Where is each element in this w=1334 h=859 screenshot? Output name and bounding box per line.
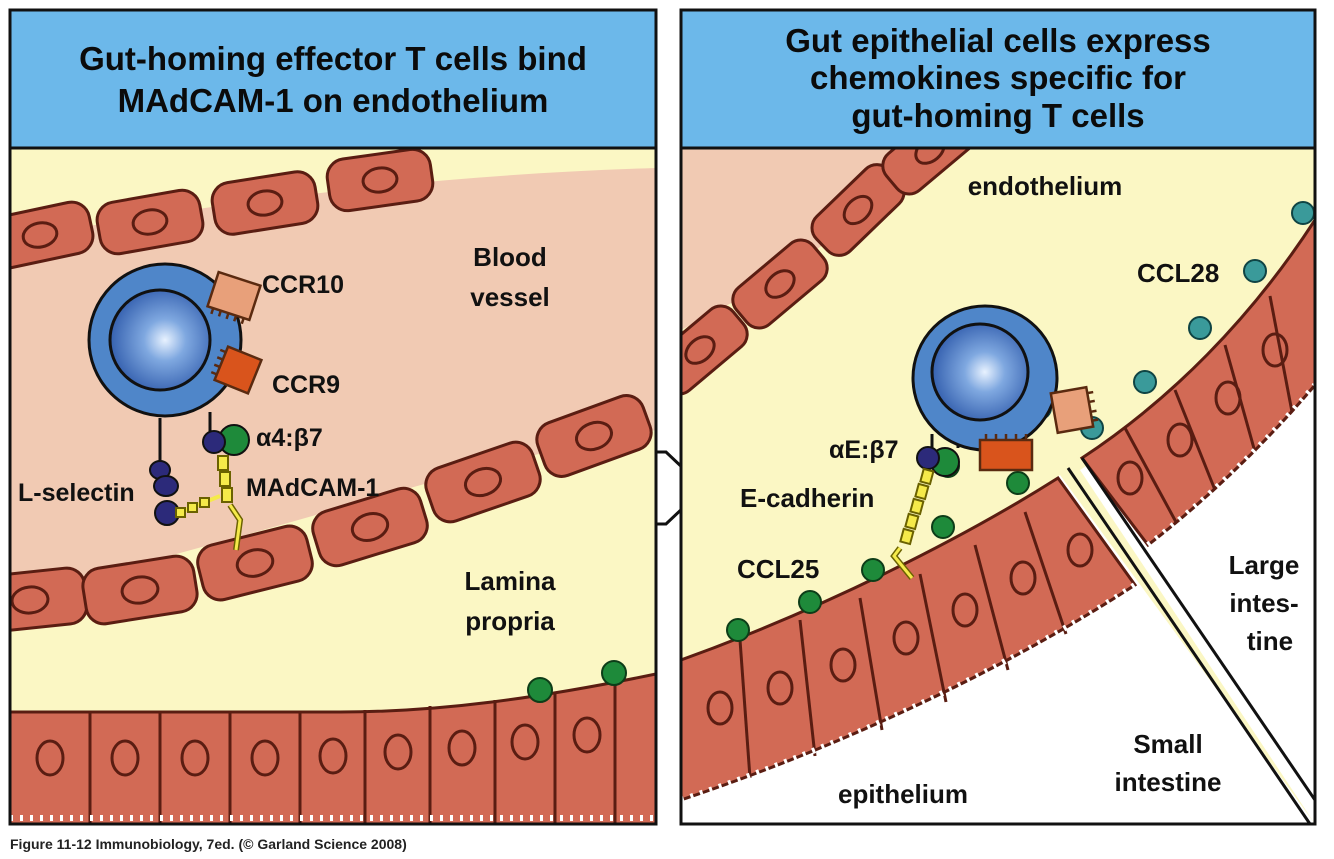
chemokine-ccl25 <box>601 660 627 686</box>
ccr10-receptor <box>205 270 263 325</box>
label-endothelium: endothelium <box>968 171 1123 201</box>
small-intestine-epithelium <box>681 475 1138 803</box>
label-ccr10: CCR10 <box>262 271 344 299</box>
right-title-line-3: gut-homing T cells <box>851 97 1144 134</box>
right-title-bar <box>679 8 1317 150</box>
label-alpha4-beta7: α4:β7 <box>256 424 323 452</box>
left-panel: Gut-homing effector T cells bind MAdCAM-… <box>8 8 658 826</box>
label-intestine: intestine <box>1115 767 1222 797</box>
ccr9-receptor <box>210 344 264 396</box>
label-small: Small <box>1133 729 1202 759</box>
label-large: Large <box>1229 550 1300 580</box>
e-cadherin-molecule <box>890 467 935 580</box>
right-endothelium <box>681 148 979 396</box>
left-title-line-1: Gut-homing effector T cells bind <box>79 40 587 77</box>
chemokine-ccl25 <box>527 677 553 703</box>
l-selectin-molecule <box>149 460 180 526</box>
ccr9-receptor-right <box>978 434 1034 472</box>
label-ccr9: CCR9 <box>272 371 340 399</box>
upper-endothelium <box>10 148 435 270</box>
large-intestine-epithelium <box>1079 217 1315 548</box>
alphaE-beta7-integrin <box>916 446 960 477</box>
label-vessel: vessel <box>470 282 550 312</box>
label-ccl28: CCL28 <box>1137 258 1219 288</box>
label-epithelium: epithelium <box>838 779 968 809</box>
label-lamina: Lamina <box>464 566 556 596</box>
right-t-cell <box>890 304 1099 580</box>
right-title-line-2: chemokines specific for <box>810 59 1186 96</box>
label-madcam-1: MAdCAM-1 <box>246 474 379 502</box>
madcam-1-molecule <box>175 455 244 551</box>
label-ccl25: CCL25 <box>737 554 819 584</box>
alpha4-beta7-integrin <box>202 424 250 456</box>
divider-line <box>1066 467 1312 824</box>
right-title-line-1: Gut epithelial cells express <box>785 22 1211 59</box>
figure-caption: Figure 11-12 Immunobiology, 7ed. (© Garl… <box>10 836 407 852</box>
ccr10-receptor-right <box>1049 385 1099 435</box>
left-title-bar <box>8 8 658 150</box>
label-propria: propria <box>465 606 555 636</box>
label-l-selectin: L-selectin <box>18 479 135 507</box>
label-intes: intes- <box>1229 588 1298 618</box>
label-blood: Blood <box>473 242 547 272</box>
divider-line <box>1080 457 1315 801</box>
left-title-line-2: MAdCAM-1 on endothelium <box>118 82 549 119</box>
lower-endothelium <box>10 394 653 634</box>
right-panel: Gut epithelial cells express chemokines … <box>679 8 1317 826</box>
left-epithelium <box>10 672 656 824</box>
label-tine: tine <box>1247 626 1293 656</box>
label-e-cadherin: E-cadherin <box>740 483 874 513</box>
t-cell-nucleus <box>108 288 212 392</box>
left-t-cell <box>87 262 264 551</box>
label-alphaE-beta7: αE:β7 <box>829 436 899 464</box>
right-panel-border <box>679 146 1317 826</box>
